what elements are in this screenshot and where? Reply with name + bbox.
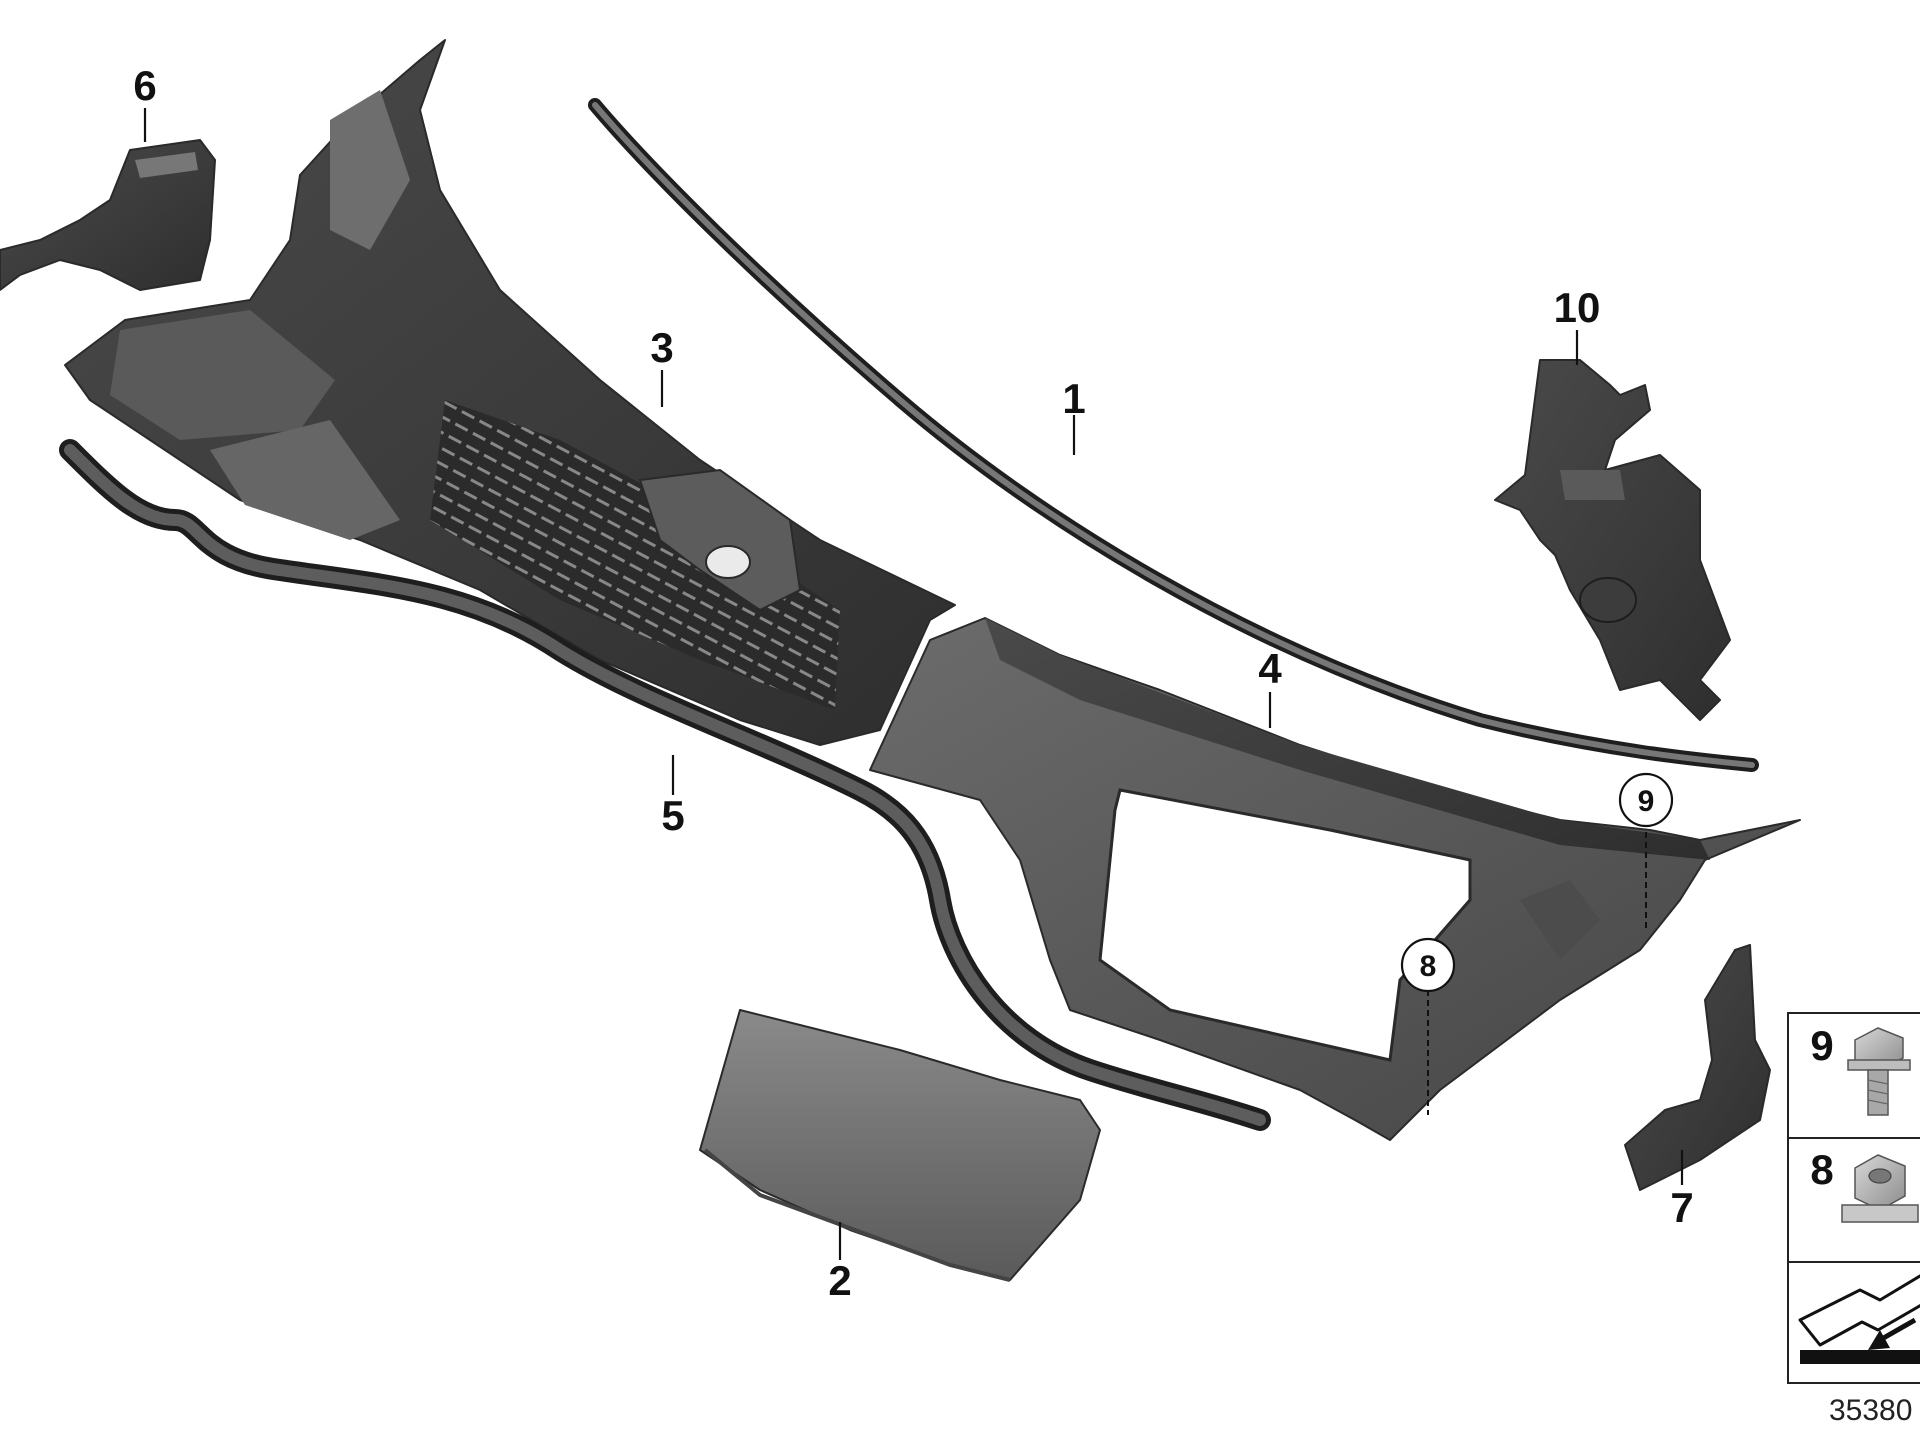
- callout-6: 6: [133, 62, 156, 109]
- callout-3: 3: [650, 324, 673, 371]
- bolt-icon: [1847, 1027, 1911, 1116]
- part-3-cowl-panel-left: [64, 39, 956, 746]
- callout-8-circled: 8: [1400, 937, 1456, 993]
- part-10-bracket: [1494, 359, 1731, 721]
- callout-1: 1: [1062, 375, 1085, 422]
- callout-10: 10: [1554, 284, 1601, 331]
- callout-2: 2: [828, 1257, 851, 1304]
- legend-label-8: 8: [1810, 1146, 1833, 1193]
- installation-direction-icon: [1798, 1274, 1920, 1364]
- callout-9-circled: 9: [1618, 772, 1674, 828]
- part-7-small-bracket: [1624, 944, 1771, 1191]
- callout-5: 5: [661, 792, 684, 839]
- part-2-cover: [699, 1009, 1101, 1282]
- callout-4: 4: [1258, 645, 1282, 692]
- part-5-seal-strip: [59, 439, 1271, 1131]
- part-6-side-seal: [0, 139, 216, 291]
- callout-9-label: 9: [1638, 785, 1655, 818]
- part-1-windscreen-seal: [588, 98, 1759, 772]
- callout-7: 7: [1670, 1184, 1693, 1231]
- figure-id: 35380: [1829, 1394, 1912, 1427]
- callout-8-label: 8: [1420, 950, 1437, 983]
- fastener-legend: 9 8: [1787, 1012, 1920, 1384]
- part-4-cowl-panel-right: [869, 617, 1801, 1141]
- legend-label-9: 9: [1810, 1022, 1833, 1069]
- nut-icon: [1841, 1154, 1919, 1223]
